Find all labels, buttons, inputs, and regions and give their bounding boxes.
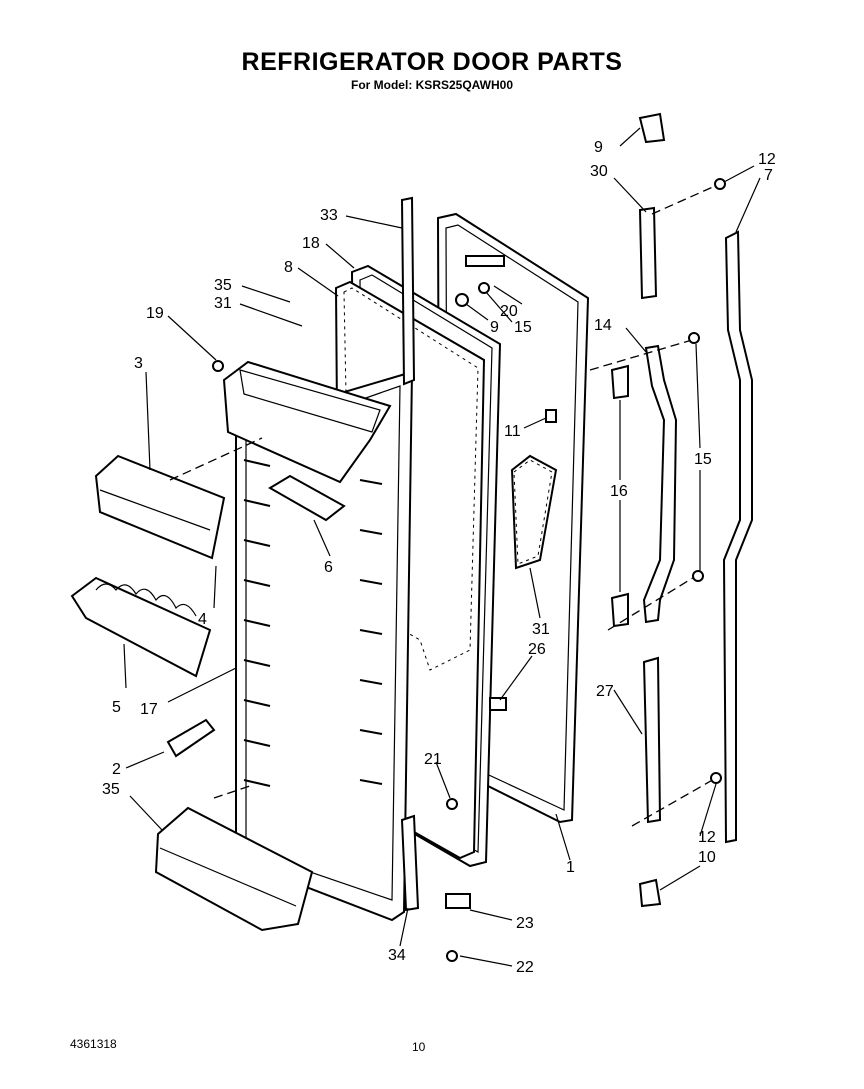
callout-12-top: 12 bbox=[758, 151, 776, 168]
callout-21: 21 bbox=[424, 751, 442, 768]
callout-3: 3 bbox=[134, 355, 143, 372]
dashed-guide-3 bbox=[169, 437, 263, 481]
callout-23: 23 bbox=[516, 915, 534, 932]
fasteners bbox=[212, 178, 726, 962]
callout-15-top: 15 bbox=[514, 319, 532, 336]
callout-33: 34 bbox=[388, 947, 406, 964]
part-2-clip bbox=[166, 718, 216, 758]
callout-34: 35 bbox=[214, 277, 232, 294]
callout-30: 31 bbox=[214, 295, 232, 312]
callout-2: 2 bbox=[112, 761, 121, 778]
callout-26: 26 bbox=[528, 641, 546, 658]
door-strip-upper bbox=[400, 196, 416, 386]
callout-20: 20 bbox=[500, 303, 518, 320]
callout-22: 22 bbox=[516, 959, 534, 976]
callout-4: 4 bbox=[198, 611, 207, 628]
callout-35: 35 bbox=[102, 781, 120, 798]
part-5-egg-tray bbox=[70, 576, 212, 678]
callout-7: 7 bbox=[764, 167, 773, 184]
callout-labels: 9 30 12 7 33 18 8 35 31 19 20 9 15 3 14 … bbox=[102, 139, 776, 976]
callout-10-bottom: 10 bbox=[698, 849, 716, 866]
callout-8: 8 bbox=[284, 259, 293, 276]
part-code: 4361318 bbox=[70, 1037, 117, 1051]
door-liner bbox=[222, 360, 414, 922]
trim-strip-7 bbox=[722, 230, 753, 844]
callout-27: 27 bbox=[596, 683, 614, 700]
callout-28: 30 bbox=[590, 163, 608, 180]
callout-1: 1 bbox=[566, 859, 575, 876]
callout-14: 14 bbox=[594, 317, 612, 334]
callout-31: 33 bbox=[320, 207, 338, 224]
page-number: 10 bbox=[412, 1040, 426, 1054]
callout-19: 19 bbox=[146, 305, 164, 322]
callout-15-right: 15 bbox=[694, 451, 712, 468]
callout-10-top: 9 bbox=[594, 139, 603, 156]
callout-16: 16 bbox=[610, 483, 628, 500]
callout-6: 6 bbox=[324, 559, 333, 576]
part-3-cover bbox=[94, 454, 226, 560]
callout-12-bottom: 12 bbox=[698, 829, 716, 846]
callout-5: 5 bbox=[112, 699, 121, 716]
callout-18: 18 bbox=[302, 235, 320, 252]
callout-29: 31 bbox=[532, 621, 550, 638]
liner-shelf-ribs bbox=[243, 459, 383, 787]
page-title: REFRIGERATOR DOOR PARTS bbox=[241, 48, 623, 76]
dashed-guide-35 bbox=[213, 785, 251, 799]
callout-9: 9 bbox=[490, 319, 499, 336]
callout-17: 17 bbox=[140, 701, 158, 718]
handle-assembly bbox=[589, 112, 753, 908]
callout-leaders bbox=[123, 127, 761, 967]
model-subtitle: For Model: KSRS25QAWH00 bbox=[350, 78, 514, 92]
door-strip-lower bbox=[400, 814, 420, 912]
callout-11: 11 bbox=[504, 423, 521, 440]
part-35-bin bbox=[154, 806, 314, 932]
